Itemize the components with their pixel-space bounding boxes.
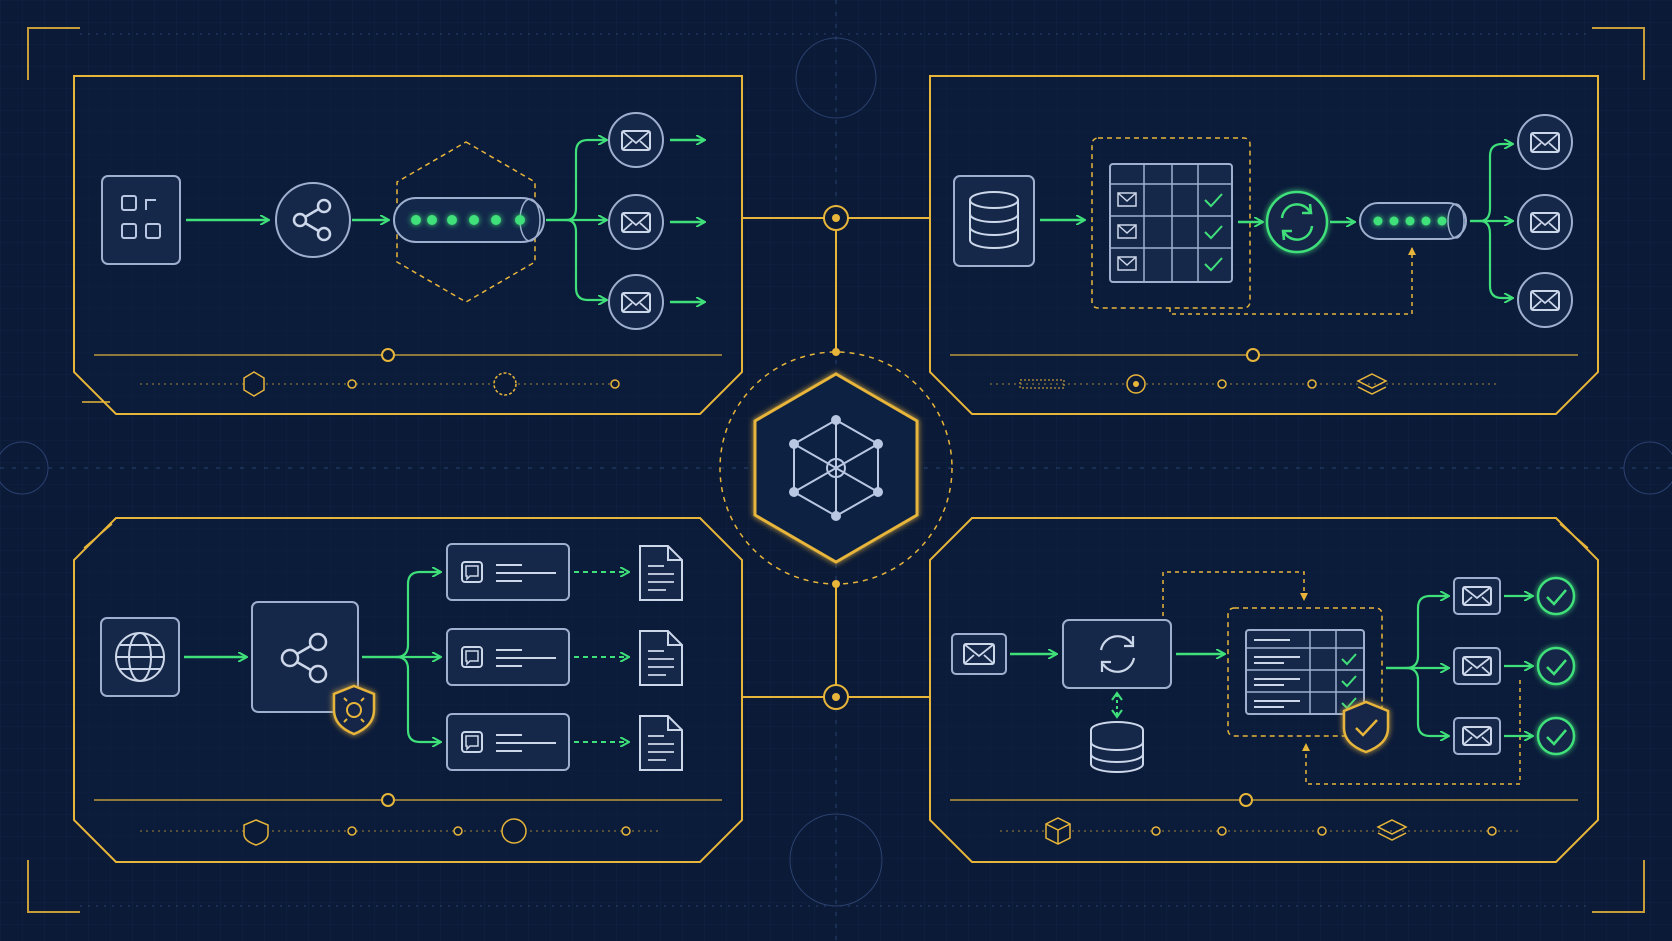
check-circle-icon xyxy=(1536,716,1576,756)
fanout-arrows xyxy=(546,140,606,300)
feedback-loop xyxy=(1162,571,1521,785)
queue-boundary xyxy=(396,141,536,303)
envelope-icon xyxy=(608,112,664,168)
cube-network-icon xyxy=(789,415,883,521)
validation-boundary xyxy=(1227,607,1383,737)
globe-icon xyxy=(100,617,180,697)
fanout-arrows xyxy=(1470,144,1512,298)
document-icon xyxy=(639,715,683,771)
feedback-loop xyxy=(1169,247,1416,315)
checklist-table-icon xyxy=(1245,629,1365,715)
bidirectional-arrow xyxy=(1111,691,1123,719)
status-arrows xyxy=(1504,596,1532,736)
envelope-icon xyxy=(1517,114,1573,170)
check-circle-icon xyxy=(1536,576,1576,616)
shield-check-icon xyxy=(1342,700,1390,754)
envelope-icon xyxy=(951,633,1007,675)
sync-icon xyxy=(1062,619,1172,689)
envelope-icon xyxy=(1517,194,1573,250)
checklist-table-icon xyxy=(1109,163,1233,283)
envelope-icon xyxy=(1453,717,1501,755)
share-icon xyxy=(251,601,359,713)
junction-node-bottom xyxy=(823,684,849,710)
sync-icon xyxy=(1265,190,1329,254)
envelope-icon xyxy=(1453,577,1501,615)
task-card xyxy=(446,543,570,601)
envelope-icon xyxy=(1517,272,1573,328)
app-grid-icon xyxy=(101,175,181,265)
envelope-icon xyxy=(608,194,664,250)
message-queue-icon xyxy=(393,197,545,243)
share-icon xyxy=(275,182,351,258)
message-queue-icon xyxy=(1359,202,1467,240)
panel-top-right xyxy=(929,75,1599,415)
output-arrows xyxy=(670,140,704,302)
database-icon xyxy=(953,175,1035,267)
document-icon xyxy=(639,545,683,601)
fanout-arrows xyxy=(1386,596,1448,736)
shield-icon xyxy=(332,684,376,736)
document-icon xyxy=(639,630,683,686)
task-card xyxy=(446,628,570,686)
dashed-output-arrows xyxy=(574,572,628,742)
database-icon xyxy=(1090,721,1144,773)
envelope-icon xyxy=(608,274,664,330)
frame-corners xyxy=(27,27,1645,913)
task-card xyxy=(446,713,570,771)
fanout-arrows xyxy=(362,572,440,742)
envelope-icon xyxy=(1453,647,1501,685)
junction-node-top xyxy=(823,205,849,231)
check-circle-icon xyxy=(1536,646,1576,686)
